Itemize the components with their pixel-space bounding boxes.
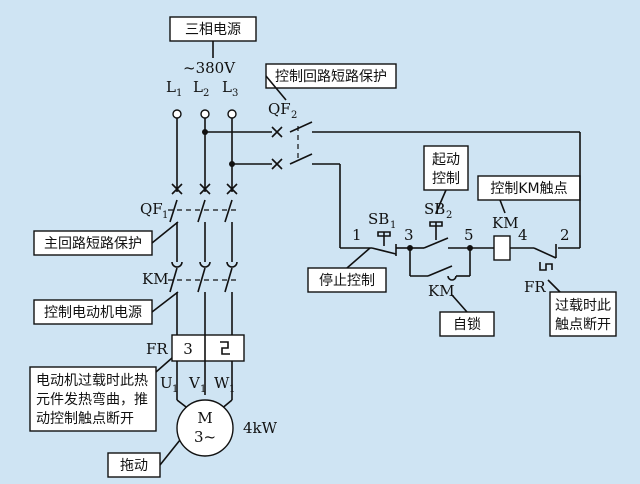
- svg-text:触点断开: 触点断开: [555, 317, 611, 333]
- svg-text:SB: SB: [368, 210, 389, 228]
- control-circuit-taps: [202, 121, 313, 170]
- svg-text:V: V: [188, 374, 201, 392]
- km-coil-label: KM: [492, 214, 519, 232]
- callout-main-loop-protect: 主回路短路保护: [33, 230, 153, 256]
- svg-text:QF: QF: [140, 200, 163, 218]
- svg-text:控制: 控制: [432, 171, 460, 187]
- callout-km-contact: 控制KM触点: [477, 175, 581, 201]
- fr-contact-label: FR: [524, 278, 546, 296]
- svg-text:动控制触点断开: 动控制触点断开: [36, 411, 134, 427]
- sb1-label: SB 1: [368, 210, 396, 231]
- svg-text:2: 2: [446, 210, 452, 221]
- svg-text:L: L: [166, 78, 176, 96]
- svg-text:1: 1: [172, 384, 178, 395]
- svg-text:L: L: [222, 78, 232, 96]
- svg-text:5: 5: [464, 226, 474, 244]
- km-main-label: KM: [142, 270, 169, 288]
- node-numbers: 1 3 5 4 2: [352, 226, 570, 244]
- svg-text:1: 1: [176, 88, 182, 99]
- control-wiring: [312, 131, 581, 281]
- svg-text:1: 1: [200, 384, 206, 395]
- svg-text:1: 1: [390, 220, 396, 231]
- main-conductors: [168, 118, 238, 411]
- svg-text:SB: SB: [424, 200, 445, 218]
- svg-text:自锁: 自锁: [453, 317, 481, 333]
- svg-text:控制回路短路保护: 控制回路短路保护: [275, 69, 387, 85]
- svg-text:起动: 起动: [432, 152, 460, 168]
- svg-text:控制KM触点: 控制KM触点: [490, 181, 567, 197]
- callout-motor-power: 控制电动机电源: [33, 299, 153, 325]
- voltage-label: ~380V: [183, 59, 236, 77]
- fr-thermal-relay: 3 FR: [146, 334, 245, 362]
- leader-lines: [151, 41, 561, 466]
- svg-text:3: 3: [404, 226, 414, 244]
- qf1-label: QF 1: [140, 200, 168, 221]
- supply-terminals: [172, 109, 237, 119]
- svg-text:三相电源: 三相电源: [185, 22, 241, 38]
- svg-text:4: 4: [518, 226, 528, 244]
- callout-drag: 拖动: [107, 452, 161, 478]
- callout-start-ctrl: 起动 控制: [423, 145, 469, 191]
- svg-text:3: 3: [232, 88, 238, 99]
- svg-text:元件发热弯曲，推: 元件发热弯曲，推: [36, 391, 148, 408]
- svg-text:主回路短路保护: 主回路短路保护: [44, 236, 142, 252]
- svg-text:QF: QF: [268, 100, 291, 118]
- svg-text:2: 2: [560, 226, 570, 244]
- svg-text:1: 1: [352, 226, 362, 244]
- svg-text:U: U: [160, 374, 173, 392]
- svg-text:L: L: [193, 78, 203, 96]
- sb2-label: SB 2: [424, 200, 452, 221]
- svg-text:电动机过载时此热: 电动机过载时此热: [36, 373, 148, 389]
- qf2-label: QF 2: [268, 100, 297, 121]
- callout-overload-open: 过载时此 触点断开: [549, 291, 617, 337]
- svg-text:4kW: 4kW: [243, 419, 278, 437]
- callout-overload-note: 电动机过载时此热 元件发热弯曲，推 动控制触点断开: [29, 366, 157, 432]
- svg-text:W: W: [214, 374, 230, 392]
- callout-power-title: 三相电源: [169, 16, 257, 42]
- callout-stop-ctrl: 停止控制: [307, 267, 387, 293]
- svg-text:1: 1: [162, 210, 168, 221]
- svg-text:1: 1: [229, 384, 235, 395]
- svg-text:控制电动机电源: 控制电动机电源: [44, 305, 142, 321]
- svg-text:FR: FR: [146, 340, 168, 358]
- km-selflock-label: KM: [428, 282, 455, 300]
- callout-ctrl-loop-protect: 控制回路短路保护: [265, 63, 397, 89]
- svg-text:拖动: 拖动: [120, 458, 148, 474]
- callout-self-lock: 自锁: [439, 311, 495, 337]
- svg-text:M: M: [197, 409, 212, 427]
- svg-text:3: 3: [183, 340, 193, 358]
- svg-text:2: 2: [203, 88, 209, 99]
- svg-text:过载时此: 过载时此: [555, 298, 611, 314]
- svg-text:停止控制: 停止控制: [319, 272, 375, 289]
- svg-text:2: 2: [291, 110, 297, 121]
- motor: M 3~ 4kW: [176, 399, 278, 457]
- svg-text:3~: 3~: [194, 428, 216, 446]
